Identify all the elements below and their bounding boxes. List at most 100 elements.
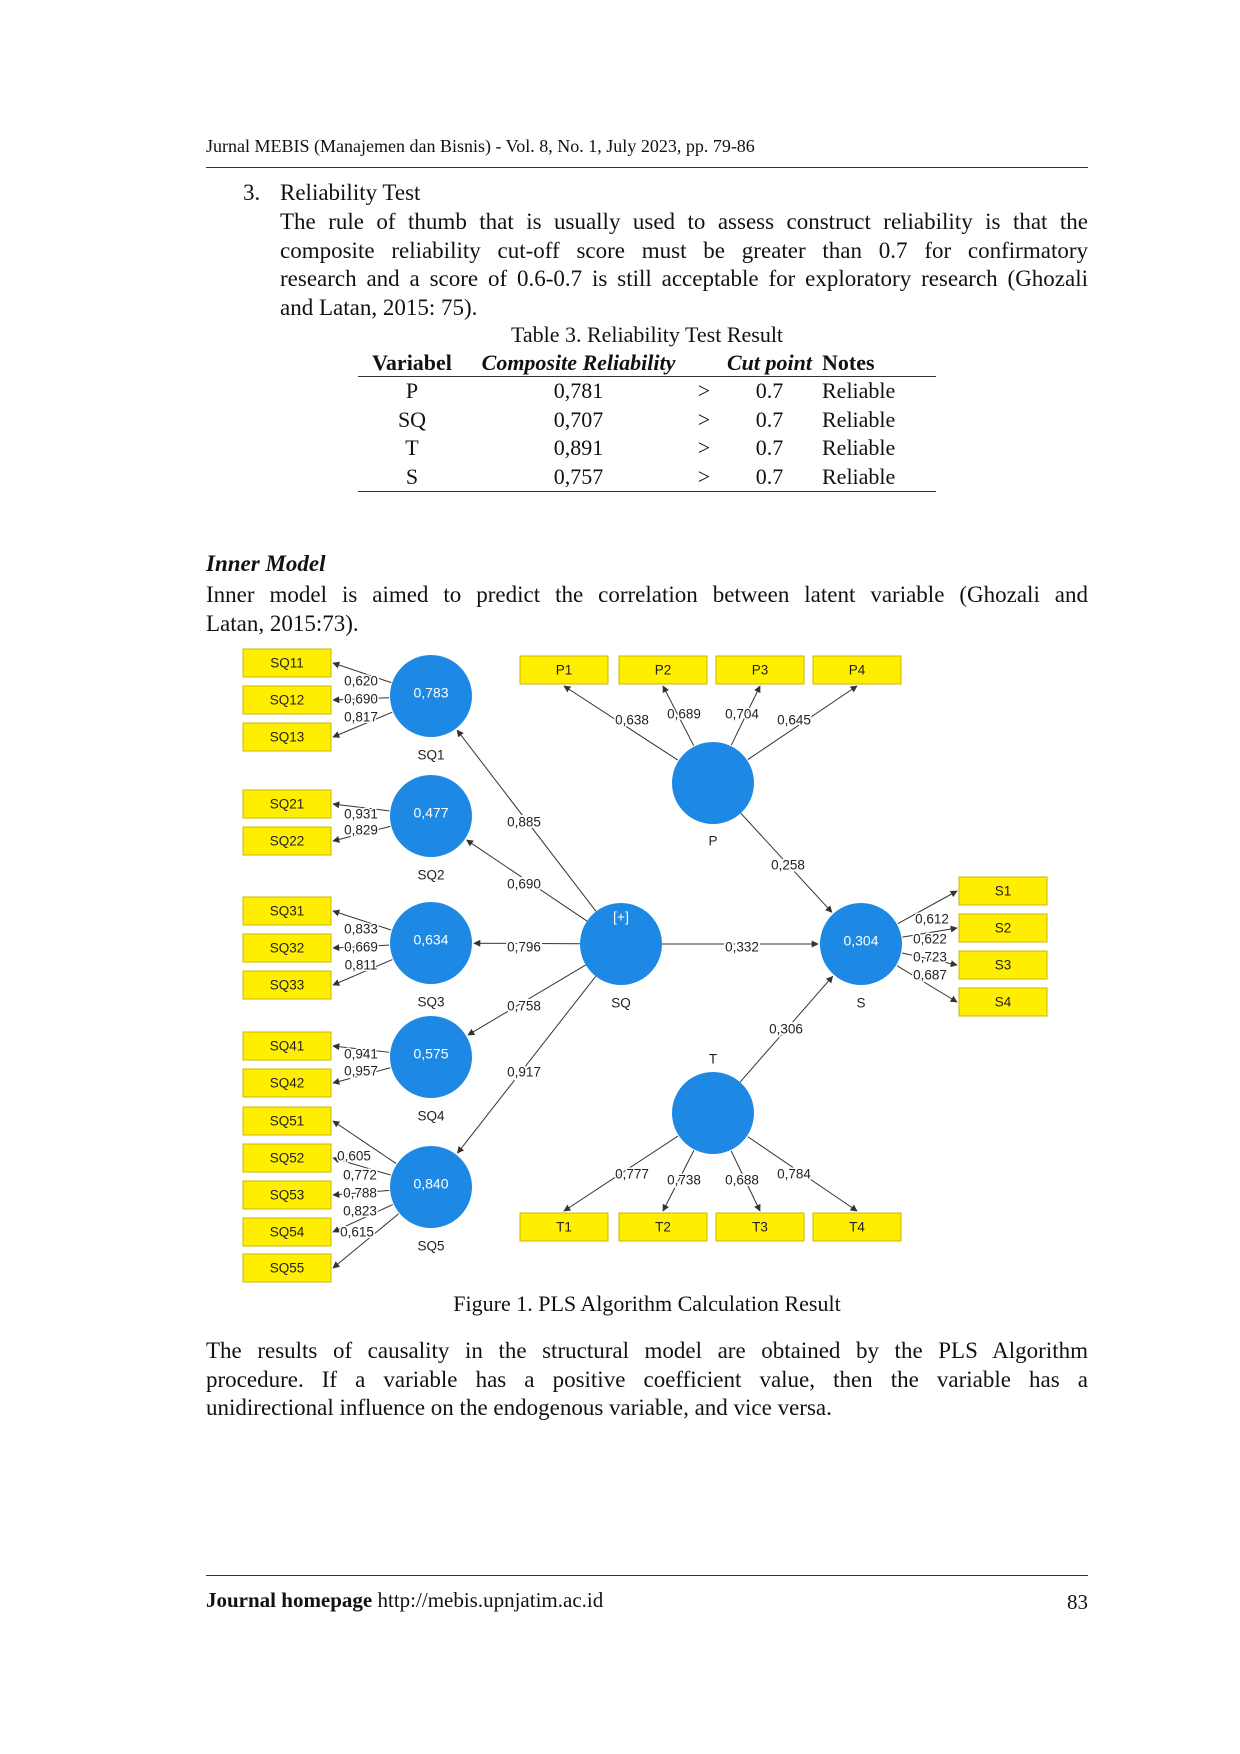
loading-value: 0,772 [343, 1168, 377, 1183]
construct-value: 0,840 [413, 1176, 448, 1192]
loading-value: 0,615 [340, 1225, 374, 1240]
table-cell: S [358, 462, 466, 492]
loading-value: 0,941 [344, 1047, 378, 1062]
indicator-box [242, 1180, 332, 1210]
loading-arrow [730, 1150, 761, 1212]
indicator-label: SQ11 [270, 656, 304, 671]
indicator-box [242, 970, 332, 1000]
indicator-box [812, 655, 902, 685]
construct-value: 0,575 [413, 1046, 448, 1062]
construct-circle [390, 902, 472, 984]
header-rule [206, 167, 1088, 168]
loading-value: 0,931 [344, 807, 378, 822]
figure-caption: Figure 1. PLS Algorithm Calculation Resu… [453, 1291, 841, 1316]
loading-arrow [332, 909, 392, 931]
construct-value: 0,304 [843, 933, 878, 949]
loading-arrow [332, 696, 390, 704]
table-cell: > [697, 435, 711, 461]
indicator-label: S1 [995, 884, 1012, 899]
indicator-label: SQ51 [270, 1114, 305, 1129]
loading-value: 0,817 [344, 710, 378, 725]
loading-arrow [901, 952, 958, 968]
page-number: 83 [1067, 1590, 1088, 1614]
indicator-label: P1 [556, 663, 573, 678]
loading-value: 0,957 [344, 1064, 378, 1079]
section-number: 3. [243, 180, 261, 205]
loading-arrow [896, 965, 958, 1003]
indicator-label: P2 [655, 663, 672, 678]
indicator-label: T4 [849, 1220, 865, 1235]
indicator-label: SQ12 [270, 693, 305, 708]
running-header: Jurnal MEBIS (Manajemen dan Bisnis) - Vo… [206, 136, 755, 156]
loading-arrow [332, 944, 390, 952]
indicator-label: SQ55 [270, 1261, 305, 1276]
table-cell: Reliable [822, 435, 896, 461]
body-line: composite reliability cut-off score must… [280, 238, 1088, 263]
construct-circle [672, 742, 754, 824]
construct-circle [390, 655, 472, 737]
indicator-label: S2 [995, 921, 1012, 936]
indicator-label: P3 [752, 663, 769, 678]
indicator-box [958, 876, 1048, 906]
body-line: procedure. If a variable has a positive … [206, 1367, 1088, 1392]
loading-arrow [332, 1043, 390, 1053]
loading-arrow [747, 685, 858, 760]
construct-circle [820, 903, 902, 985]
indicator-label: SQ41 [270, 1039, 305, 1054]
loading-value: 0,622 [913, 932, 947, 947]
table-cell: 0.7 [717, 462, 822, 492]
path-arrow [457, 975, 597, 1154]
loading-value: 0,704 [725, 707, 759, 722]
loading-arrow [332, 711, 393, 738]
loading-arrow [332, 1067, 391, 1085]
path-coefficient: 0,917 [507, 1065, 541, 1080]
indicator-label: S3 [995, 958, 1012, 973]
construct-label: SQ3 [417, 995, 444, 1010]
table-cell: 0.7 [755, 378, 784, 404]
table-cell: 0.7 [755, 435, 784, 461]
table-cell: P [405, 378, 419, 404]
table-cell: Reliable [822, 406, 896, 432]
loading-value: 0,669 [344, 940, 378, 955]
loading-value: 0,689 [667, 707, 701, 722]
path-coefficient: 0,796 [507, 940, 541, 955]
indicator-label: SQ31 [270, 904, 305, 919]
indicator-box [618, 655, 708, 685]
body-line: unidirectional influence on the endogeno… [206, 1395, 832, 1420]
indicator-label: SQ54 [270, 1225, 305, 1240]
construct-circle [390, 1146, 472, 1228]
construct-circle [390, 1016, 472, 1098]
body-line: and Latan, 2015: 75). [280, 295, 478, 320]
construct-label: SQ1 [417, 748, 444, 763]
indicator-box [242, 789, 332, 819]
footer-url[interactable]: http://mebis.upnjatim.ac.id [377, 1588, 604, 1612]
loading-value: 0,823 [343, 1204, 377, 1219]
loading-arrow [897, 890, 958, 925]
path-coefficient: 0,332 [725, 940, 759, 955]
indicator-box [715, 1212, 805, 1242]
indicator-box [242, 826, 332, 856]
table-cell: 0.7 [755, 406, 784, 432]
path-coefficient: 0,258 [771, 858, 805, 873]
indicator-box [242, 933, 332, 963]
indicator-box [242, 896, 332, 926]
body-line: The results of causality in the structur… [206, 1338, 1088, 1363]
indicator-box [519, 1212, 609, 1242]
col-header [691, 349, 717, 377]
construct-label: SQ2 [417, 868, 444, 883]
indicator-box [242, 1217, 332, 1247]
loading-value: 0,833 [344, 922, 378, 937]
table-cell: Reliable [822, 378, 896, 404]
table-cell: 0,757 [466, 462, 691, 492]
table-header-row: Variabel Composite Reliability Cut point… [358, 349, 936, 377]
loading-arrow [332, 1204, 394, 1233]
path-arrow [473, 939, 581, 947]
loading-arrow [662, 1150, 695, 1212]
construct-value: 0,477 [413, 805, 448, 821]
loading-arrow [332, 1120, 397, 1164]
indicator-box [242, 648, 332, 678]
loading-arrow [747, 1136, 858, 1212]
indicator-label: SQ33 [270, 978, 305, 993]
construct-value: [+] [613, 909, 629, 925]
